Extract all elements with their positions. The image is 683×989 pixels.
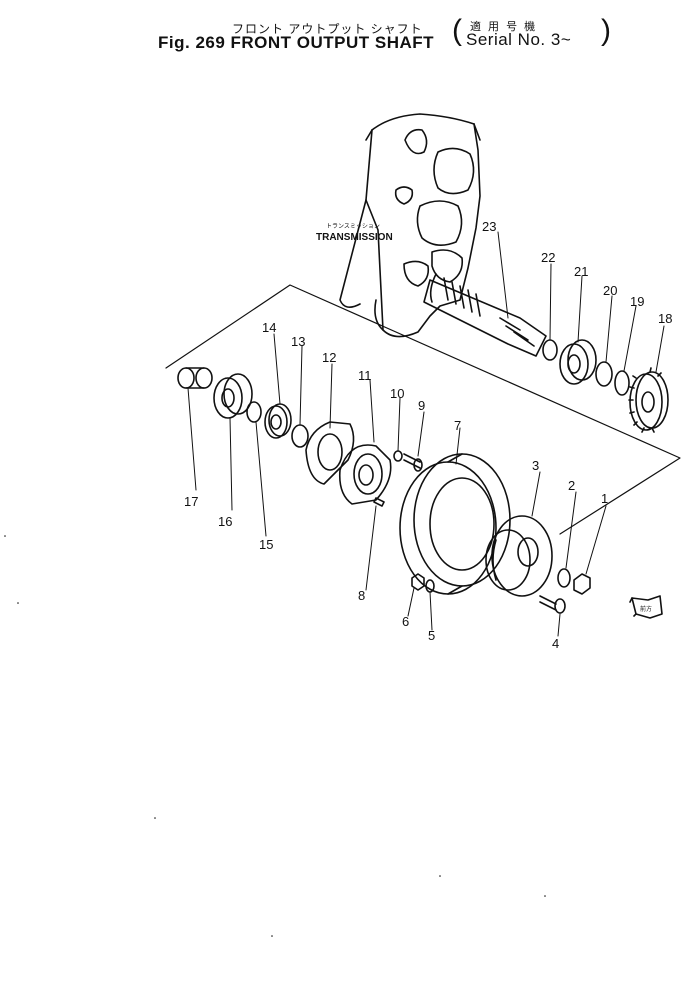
part-number: 22 <box>541 250 555 265</box>
japanese-title: フロント アウトプット シャフト <box>232 22 423 36</box>
lock-washer <box>393 450 403 462</box>
japanese-serial-label: 適 用 号 機 <box>470 21 538 33</box>
seal-ring <box>542 339 558 361</box>
serial-range: Serial No. 3~ <box>466 30 572 49</box>
snap-ring <box>614 370 630 396</box>
part-number: 8 <box>358 588 365 603</box>
part-number: 20 <box>603 283 617 298</box>
part-number: 23 <box>482 219 496 234</box>
leader-lines <box>187 231 665 637</box>
part-number: 9 <box>418 398 425 413</box>
dowel-pin <box>373 497 385 507</box>
spur-gear <box>628 367 669 433</box>
ball-bearing <box>213 373 253 419</box>
transmission-label-jp: トランスミッション <box>326 223 380 230</box>
flange-washer <box>557 568 571 588</box>
part-number: 7 <box>454 418 461 433</box>
part-number: 4 <box>552 636 559 651</box>
sleeve <box>177 367 213 389</box>
part-number: 14 <box>262 320 276 335</box>
part-number: 19 <box>630 294 644 309</box>
bearing <box>559 339 597 385</box>
oil-seal <box>264 403 292 439</box>
flange-bolt <box>539 595 566 614</box>
part-number: 18 <box>658 311 672 326</box>
figure-title: Fig. 269 FRONT OUTPUT SHAFT <box>158 33 435 52</box>
companion-flange <box>485 515 553 597</box>
flange-nut <box>573 573 591 595</box>
bolt <box>403 453 423 472</box>
part-number: 21 <box>574 264 588 279</box>
part-number: 12 <box>322 350 336 365</box>
front-direction-icon <box>629 595 663 619</box>
gasket <box>305 421 355 485</box>
part-number: 10 <box>390 386 404 401</box>
assembly-plane <box>165 284 681 535</box>
part-number: 3 <box>532 458 539 473</box>
part-number: 5 <box>428 628 435 643</box>
part-number: 16 <box>218 514 232 529</box>
part-number: 17 <box>184 494 198 509</box>
snap-ring-small <box>246 401 262 423</box>
transmission-housing <box>339 113 481 338</box>
serial-open-paren: ( <box>452 14 462 47</box>
part-number: 6 <box>402 614 409 629</box>
part-number: 2 <box>568 478 575 493</box>
spacer-ring <box>595 361 613 387</box>
serial-close-paren: ) <box>601 14 611 47</box>
nut <box>411 573 425 591</box>
part-number: 13 <box>291 334 305 349</box>
part-number: 11 <box>358 368 372 383</box>
o-ring <box>291 424 309 448</box>
output-shaft <box>423 273 547 357</box>
part-number-callouts: 23 22 21 20 19 18 14 13 12 11 10 9 7 3 2… <box>184 219 672 651</box>
scan-specks <box>4 535 546 937</box>
part-number: 15 <box>259 537 273 552</box>
part-number: 1 <box>601 491 608 506</box>
transmission-label: TRANSMISSION <box>316 232 393 243</box>
front-direction-label: 前方 <box>640 605 652 613</box>
retainer <box>338 444 392 505</box>
